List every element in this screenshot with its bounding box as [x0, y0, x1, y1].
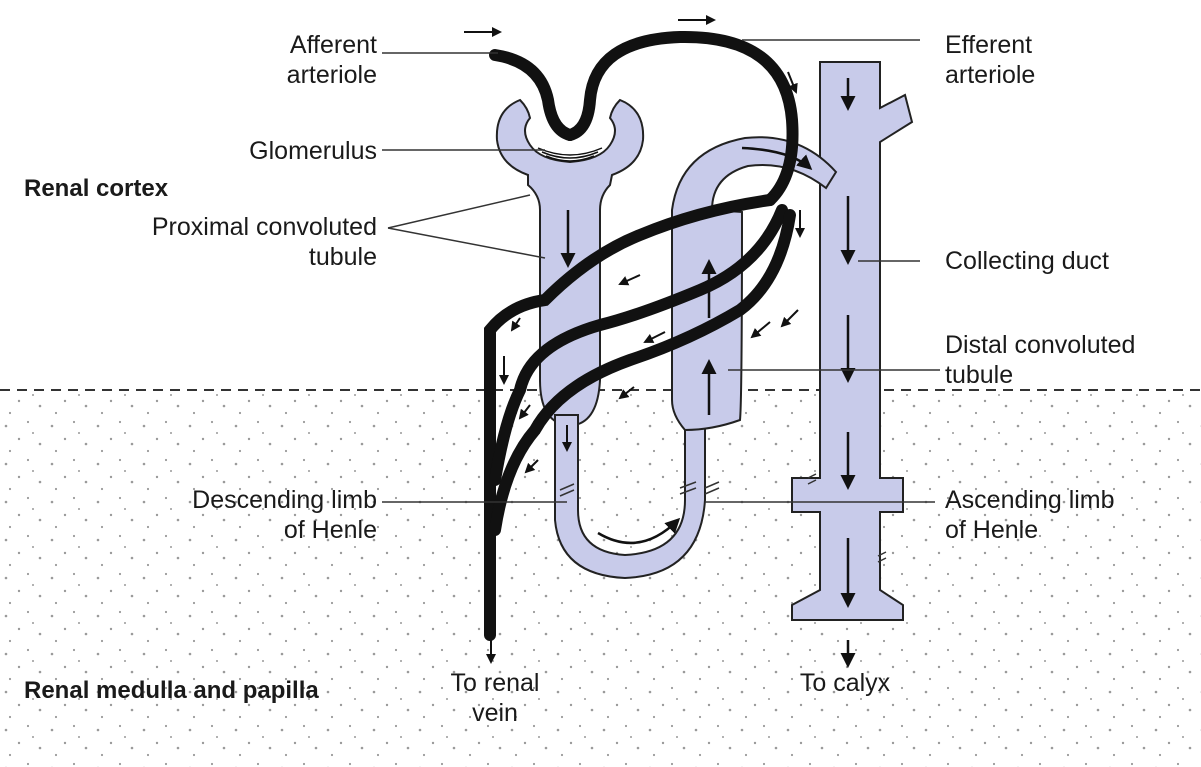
medulla-region	[0, 390, 1201, 767]
calyx-label: To calyx	[775, 668, 915, 698]
afferent-label-line2: arteriole	[230, 60, 377, 90]
proximal-label-line1: Proximal convoluted	[90, 212, 377, 242]
efferent-label-line1: Efferent	[945, 30, 1035, 60]
proximal-label-line2: tubule	[90, 242, 377, 272]
renal-vein-label-line2: vein	[425, 698, 565, 728]
afferent-label-line1: Afferent	[230, 30, 377, 60]
renal-medulla-label: Renal medulla and papilla	[24, 676, 319, 706]
efferent-label-line2: arteriole	[945, 60, 1035, 90]
afferent-arteriole-label: Afferent arteriole	[230, 30, 377, 90]
distal-convoluted-tubule	[672, 137, 836, 430]
renal-cortex-label: Renal cortex	[24, 174, 168, 204]
descending-label-line1: Descending limb	[120, 485, 377, 515]
ascending-label-line1: Ascending limb	[945, 485, 1115, 515]
proximal-tubule-label: Proximal convoluted tubule	[90, 212, 377, 272]
ascending-limb-label: Ascending limb of Henle	[945, 485, 1115, 545]
distal-label-line2: tubule	[945, 360, 1135, 390]
descending-limb-label: Descending limb of Henle	[120, 485, 377, 545]
renal-vein-label-line1: To renal	[425, 668, 565, 698]
efferent-arteriole-label: Efferent arteriole	[945, 30, 1035, 90]
ascending-label-line2: of Henle	[945, 515, 1115, 545]
collecting-duct-label: Collecting duct	[945, 246, 1109, 276]
distal-label-line1: Distal convoluted	[945, 330, 1135, 360]
renal-vein-label: To renal vein	[425, 668, 565, 728]
distal-tubule-label: Distal convoluted tubule	[945, 330, 1135, 390]
glomerulus-label: Glomerulus	[180, 136, 377, 166]
descending-label-line2: of Henle	[120, 515, 377, 545]
